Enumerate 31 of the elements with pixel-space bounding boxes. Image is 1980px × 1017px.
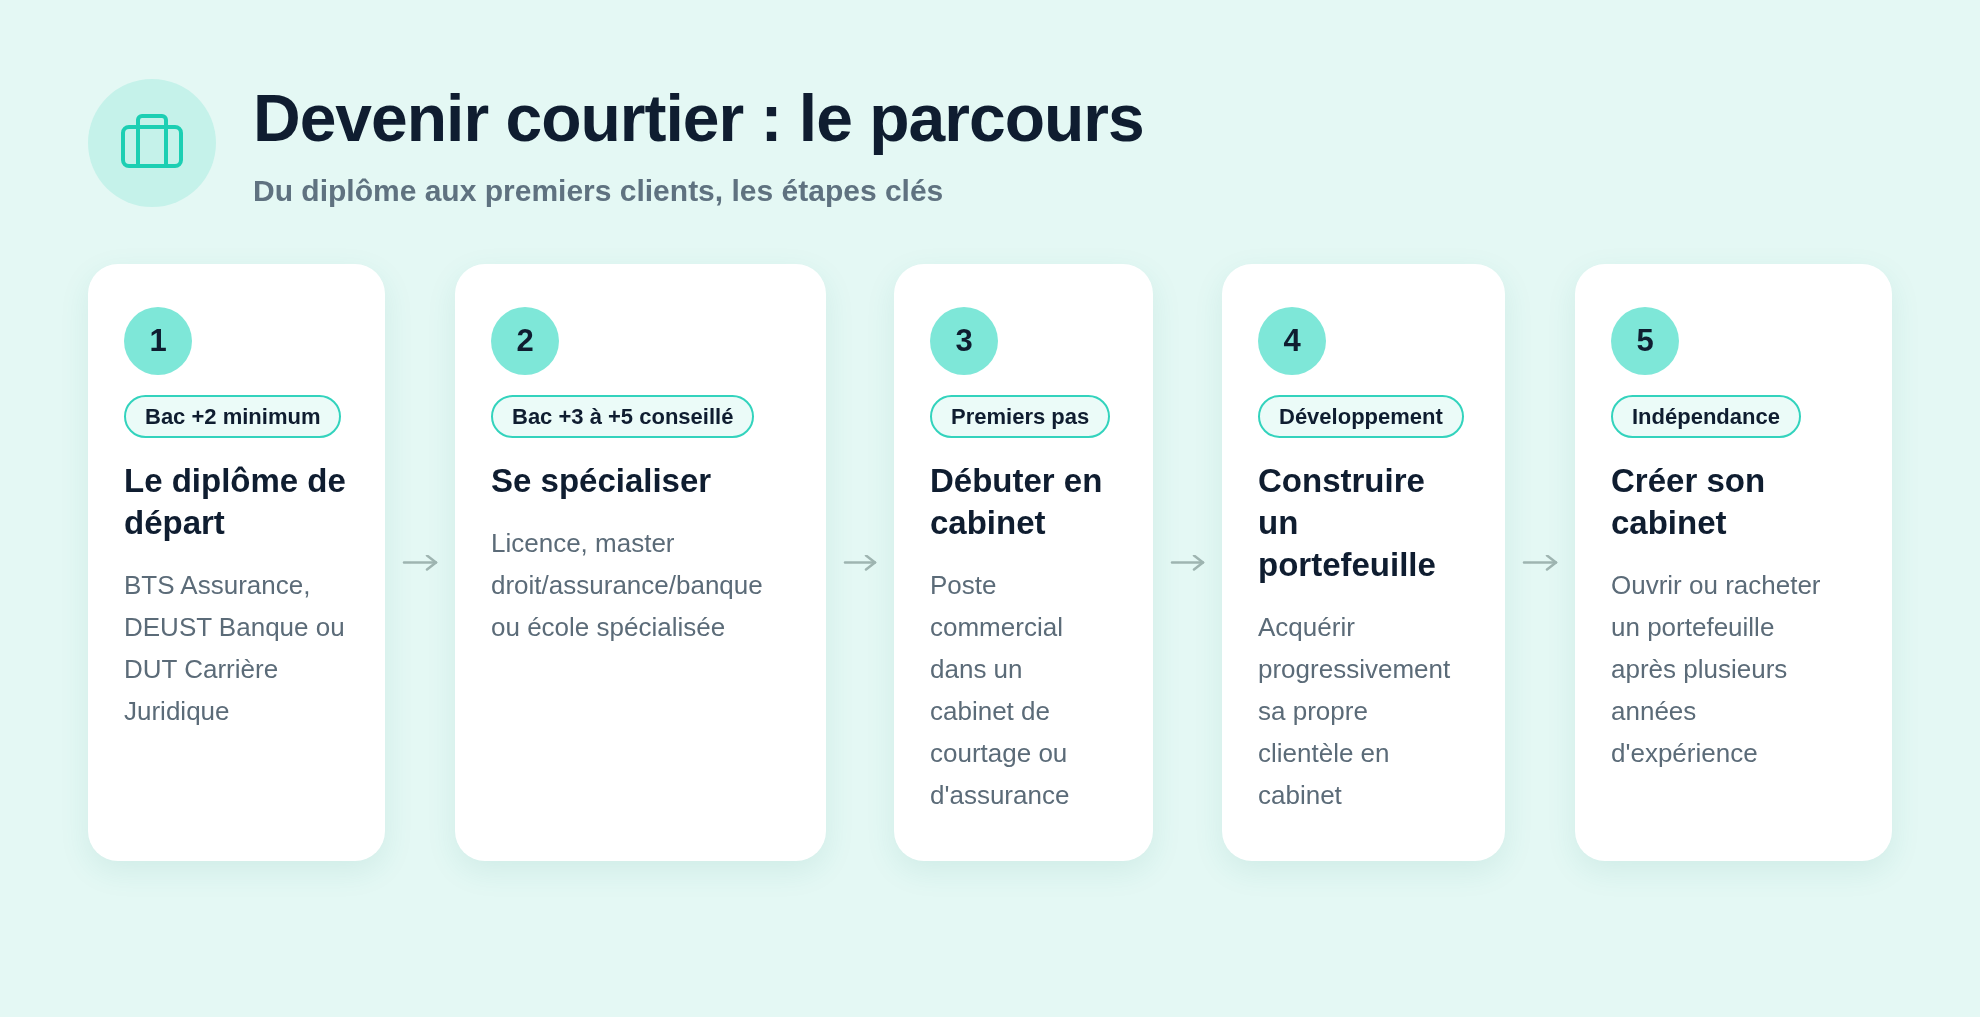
step-number: 2: [491, 307, 559, 375]
stage-tag: Bac +2 minimum: [124, 395, 342, 438]
step-number: 5: [1611, 307, 1679, 375]
step-description: Ouvrir ou racheter un portefeuille après plusieurs années d'expérience: [1611, 569, 1822, 770]
arrow: [1170, 554, 1205, 571]
step-heading: Débuter en cabinet: [930, 461, 1104, 543]
step-card: [1575, 264, 1892, 861]
step-description: Poste commercial dans un cabinet de courtage ou d'assurance: [930, 569, 1071, 812]
arrow: [402, 554, 438, 571]
step-heading: Se spécialiser: [491, 461, 713, 501]
step-description: Acquérir progressivement sa propre clientèle en cabinet: [1258, 611, 1452, 812]
step-number: 4: [1258, 307, 1326, 375]
stage-tag: Premiers pas: [930, 395, 1111, 438]
step-number: 3: [930, 307, 998, 375]
title: Devenir courtier : le parcours: [253, 80, 1144, 156]
stage-tag: Indépendance: [1611, 395, 1801, 438]
stage-tag: Développement: [1258, 395, 1464, 438]
step-card: [894, 264, 1153, 861]
step-heading: Le diplôme de départ: [124, 461, 347, 543]
step-heading: Construire un portefeuille: [1258, 461, 1437, 585]
step-card: [455, 264, 826, 861]
subtitle: Du diplôme aux premiers clients, les étapes clés: [253, 173, 944, 209]
step-description: Licence, master droit/assurance/banque ou école spécialisée: [491, 527, 764, 644]
arrow: [843, 554, 877, 571]
stage-tag: Bac +3 à +5 conseillé: [491, 395, 755, 438]
step-card: [88, 264, 385, 861]
step-heading: Créer son cabinet: [1611, 461, 1767, 543]
step-number: 1: [124, 307, 192, 375]
step-description: BTS Assurance, DEUST Banque ou DUT Carrière Juridique: [124, 569, 346, 728]
arrow: [1522, 554, 1558, 571]
step-card: [1222, 264, 1505, 861]
